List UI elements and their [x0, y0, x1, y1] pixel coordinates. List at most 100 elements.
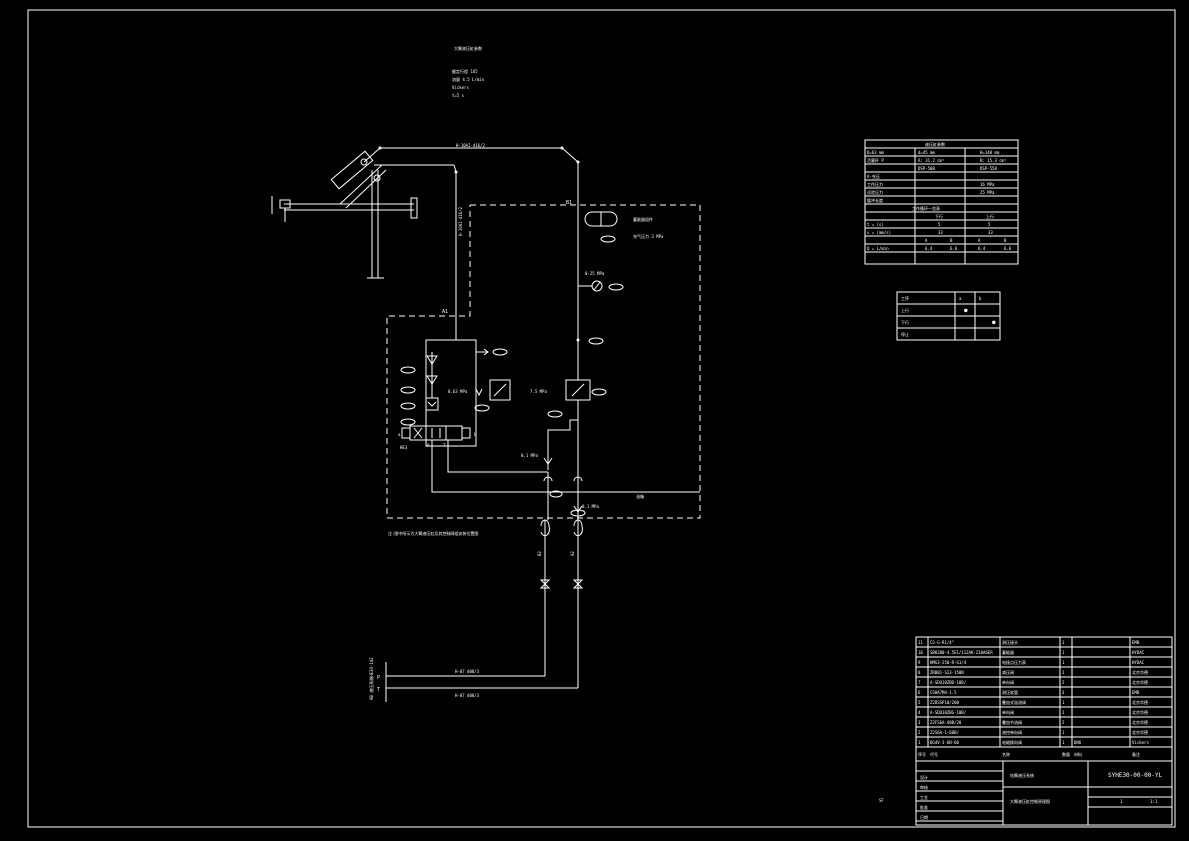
cell-text: 工作压力 — [867, 181, 883, 187]
title-label: 日期 — [920, 814, 928, 820]
bom-cell: DN6 — [1074, 740, 1082, 745]
bom-cell: 测压软管 — [1002, 689, 1018, 695]
pipe-label-vertical: H-10AI-d16/2 — [458, 207, 463, 236]
cell-text: D=63 mm — [867, 150, 884, 155]
title-label: 设计 — [920, 774, 928, 780]
bom-cell: DG4V-3-6N-60 — [930, 740, 959, 745]
svg-text:b: b — [474, 432, 477, 437]
note-line: 大臂液压缸参数 — [454, 45, 482, 51]
boom-mechanism — [271, 150, 418, 279]
svg-text:0.63 MPa: 0.63 MPa — [448, 389, 468, 394]
cell-text: DSP-500 — [918, 166, 935, 171]
return-lines: 0.1 MPa — [431, 420, 700, 520]
svg-text:B2: B2 — [537, 551, 542, 556]
accumulator-pressure: 充气压力 3 MPa — [633, 233, 664, 239]
cell-text: 33 — [938, 230, 943, 235]
bom-cell: 北京华德 — [1132, 679, 1148, 685]
bom-cell: 蓄能器 — [1002, 649, 1014, 655]
cell-text: 试验压力 — [867, 189, 883, 195]
sheet-number: 1 — [1120, 799, 1123, 804]
valve-name: HE3 — [400, 445, 408, 450]
bom-cell: HYDAC — [1132, 650, 1145, 655]
note-line: Vickers — [452, 85, 469, 90]
cell-text: 上行 — [901, 307, 909, 313]
svg-text:P: P — [427, 443, 430, 448]
supply-lines: B2 A2 P T H-07 d08/3 H-07 d08/3 AB 液压系统H… — [368, 519, 584, 702]
svg-text:a: a — [398, 432, 401, 437]
cell-text: d=45 mm — [918, 150, 935, 155]
bom-cell: Vickers — [1132, 740, 1149, 745]
header-cell: 序号 — [918, 751, 926, 757]
title-label: 工艺 — [920, 795, 928, 800]
drawing-name: 大臂液压缸控制原理图 — [1010, 798, 1050, 804]
pipe-label-top: H-10AI-d16/2 — [456, 143, 485, 148]
header-cell: 名称 — [1002, 751, 1010, 757]
header-cell: 材料 — [1074, 751, 1082, 757]
bom-cell: SBK200-4.5E1/112AK-210A6ER — [930, 650, 993, 655]
bom-cell: A-SDU10ZBG-10B/ — [930, 710, 967, 715]
cell-text: 缓冲长度 — [867, 197, 883, 203]
main-piping: H-10AI-d16/2 H-10AI-d16/2 A1 B1 — [363, 143, 580, 316]
bom-cell: 北京华德 — [1132, 729, 1148, 735]
bom-cell: HMG3-250-R-G1/4 — [930, 660, 967, 665]
cell-text: A — [978, 238, 981, 243]
outer-frame — [27, 9, 1176, 828]
bom-cell: 1 — [918, 740, 921, 745]
scale: 1:1 — [1150, 799, 1158, 804]
bom-cell: 2 — [1062, 680, 1065, 685]
cell-text: A — [925, 238, 928, 243]
cell-text: A: 31.2 cm² — [918, 158, 945, 163]
svg-text:P: P — [377, 675, 380, 681]
bom-cell: EMB — [1132, 640, 1140, 645]
bom-cell: 7 — [918, 680, 921, 685]
pipe-label-t: H-07 d08/3 — [455, 693, 480, 698]
cell-text: b — [979, 296, 982, 301]
svg-text:0.1 MPa: 0.1 MPa — [582, 504, 599, 509]
accumulator: 蓄能器组件 充气压力 3 MPa — [577, 205, 664, 336]
bom-cell: Z2S6A-1-60B/ — [930, 730, 959, 735]
cell-text: 16 MPa — [980, 182, 995, 187]
bom-cell: 1 — [1062, 650, 1065, 655]
bom-cell: 北京华德 — [1132, 669, 1148, 675]
bom-cell: 单向阀 — [1002, 679, 1014, 685]
cell-text: 下行 — [901, 319, 909, 325]
directional-valve: a b HE3 P T — [398, 425, 477, 450]
cell-text: 活塞杆 P — [867, 157, 884, 163]
tank-label: 油箱 — [636, 493, 644, 499]
bom-cell: ZRB01-S23-150N — [930, 670, 964, 675]
title-block: 序号代号名称数量材料备注设计审核工艺批准日期钻臂液压系统大臂液压缸控制原理图SY… — [915, 746, 1173, 826]
bom-cell: 3 — [918, 720, 921, 725]
note-line: 额定行程 165 — [452, 68, 478, 74]
cell-text: Q = L/min — [867, 246, 889, 251]
bom-cell: 1 — [1062, 670, 1065, 675]
table-title: 液压缸参数 — [925, 141, 945, 147]
cell-text: 5 — [988, 222, 991, 227]
bom-cell: 5 — [918, 700, 921, 705]
bom-cell: 叠加式溢流阀 — [1002, 699, 1026, 705]
bom-cell: 11 — [918, 640, 923, 645]
svg-text:T: T — [377, 687, 380, 693]
pressure-line: 7.5 MPa 0.1 MPa — [521, 336, 607, 470]
port-b1: B1 — [566, 200, 572, 206]
header-cell: 数量 — [1062, 751, 1070, 757]
sub-table-title: 工作循环一览表 — [912, 205, 940, 211]
bom-cell: 1 — [1062, 740, 1065, 745]
bom-cell: 1 — [1062, 730, 1065, 735]
pipe-label-p: H-07 d08/3 — [455, 669, 480, 674]
accumulator-label: 蓄能器组件 — [633, 216, 653, 222]
port-a1: A1 — [442, 309, 448, 315]
svg-text:7.5 MPa: 7.5 MPa — [530, 389, 547, 394]
bom-cell: A-SDU10ZBD-10B/ — [930, 680, 967, 685]
svg-text:A2: A2 — [570, 551, 575, 556]
cell-text: a — [959, 296, 962, 301]
cell-text: 停止 — [901, 331, 909, 337]
bom-cell: HYDAC — [1132, 660, 1145, 665]
header-cell: 备注 — [1132, 751, 1140, 757]
bom-cell: EMB — [1132, 690, 1140, 695]
bom-cell: 叠加节流阀 — [1002, 719, 1022, 725]
cell-text: B — [950, 238, 953, 243]
svg-text:0.1 MPa: 0.1 MPa — [521, 453, 538, 458]
bom-cell: 6 — [918, 690, 921, 695]
